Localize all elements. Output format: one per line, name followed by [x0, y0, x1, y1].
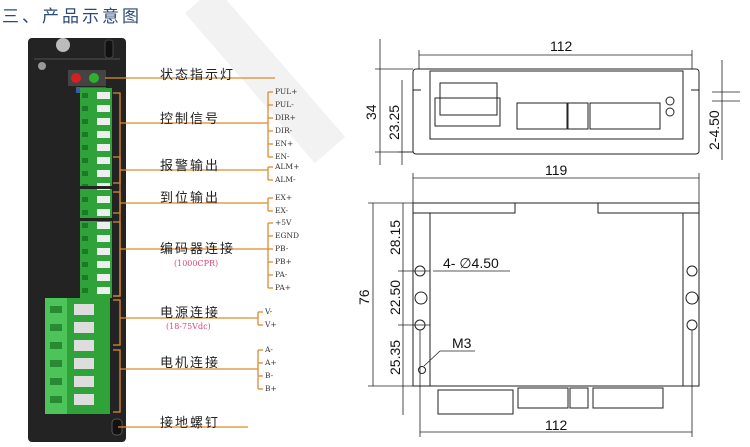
terminal-slot	[74, 304, 94, 315]
pin-label: A+	[265, 358, 277, 367]
dim-hole-spacing: 22.50	[387, 280, 403, 315]
dim-bottom-width: 112	[545, 417, 568, 433]
terminal-slot	[97, 248, 110, 255]
pin-label: ALM+	[275, 162, 300, 171]
label-ground-screw: 接地螺钉	[160, 416, 221, 431]
terminal-slot	[97, 287, 110, 294]
pin-label: V-	[265, 307, 273, 316]
pin-label: EN+	[275, 139, 294, 148]
label-in-position-output: 到位输出	[160, 191, 221, 206]
dim-hole-note: 4- ∅4.50	[443, 255, 499, 271]
section-title: 三、产品示意图	[2, 7, 142, 27]
power-note: (18-75Vdc)	[166, 322, 211, 331]
pin-label: PUL-	[275, 100, 294, 109]
terminal-slot	[97, 131, 110, 138]
green-led-icon	[89, 73, 99, 83]
terminal-slot	[97, 235, 110, 242]
pin-label: A-	[265, 345, 273, 354]
pin-label: PA+	[275, 283, 292, 292]
dim-screw-note: M3	[452, 335, 472, 351]
dim-overall-width: 119	[545, 162, 568, 178]
top-view-drawing	[412, 68, 700, 155]
terminal-slot	[74, 376, 94, 387]
terminal-slot	[97, 170, 110, 177]
terminal-slot	[74, 358, 94, 369]
dimension-lines	[368, 39, 740, 437]
dim-total-height: 76	[356, 289, 372, 305]
dim-top-inner-height: 23.25	[386, 105, 402, 140]
pin-label: B+	[265, 384, 277, 393]
encoder-note: (1000CPR)	[174, 259, 219, 268]
pin-label: EX-	[275, 206, 289, 215]
terminal-slot	[97, 274, 110, 281]
pin-label: +5V	[275, 218, 292, 227]
power-motor-terminal-block	[45, 298, 110, 414]
red-led-icon	[71, 73, 81, 83]
pin-label: EN-	[275, 152, 290, 161]
pin-label: ALM-	[275, 175, 296, 184]
front-view-drawing	[412, 202, 700, 415]
pin-label: PUL+	[275, 87, 298, 96]
terminal-slot	[97, 222, 110, 229]
dim-height-lower: 25.35	[387, 340, 403, 375]
dim-top-height: 34	[363, 104, 379, 120]
terminal-slot	[74, 394, 94, 405]
pin-label: B-	[265, 371, 274, 380]
pin-label: DIR+	[275, 113, 296, 122]
terminal-slot	[97, 118, 110, 125]
terminal-slot	[97, 92, 110, 99]
terminal-slot	[74, 340, 94, 351]
terminal-slot	[97, 157, 110, 164]
label-power-connection: 电源连接	[160, 306, 221, 321]
terminal-slot	[97, 196, 110, 203]
pin-label: PB-	[275, 244, 289, 253]
terminal-slot	[97, 261, 110, 268]
pin-label: PB+	[275, 257, 292, 266]
label-motor-connection: 电机连接	[160, 356, 221, 371]
terminal-slot	[74, 322, 94, 333]
dim-top-slot: 2-4.50	[706, 110, 722, 150]
terminal-slot	[97, 144, 110, 151]
pin-label: V+	[265, 320, 277, 329]
dim-height-upper: 28.15	[387, 220, 403, 255]
terminal-slot	[97, 209, 110, 216]
pin-label: EX+	[275, 193, 293, 202]
terminal-slot	[97, 105, 110, 112]
pin-label: EGND	[275, 231, 300, 240]
signal-terminal-block	[80, 88, 112, 298]
pin-label: DIR-	[275, 126, 293, 135]
label-status-led: 状态指示灯	[160, 68, 236, 83]
label-control-signal: 控制信号	[160, 112, 221, 127]
label-alarm-output: 报警输出	[160, 159, 221, 174]
pin-label: PA-	[275, 270, 288, 279]
dim-top-width: 112	[550, 38, 573, 54]
label-encoder-connection: 编码器连接	[160, 242, 236, 257]
